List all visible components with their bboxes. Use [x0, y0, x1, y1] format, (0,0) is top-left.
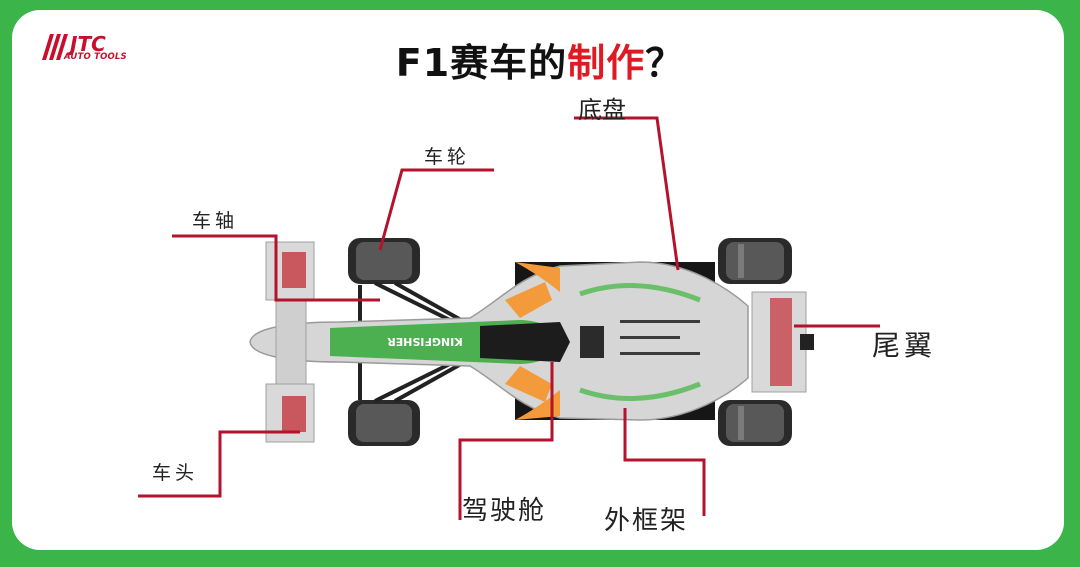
- label-chassis: 底盘: [578, 96, 626, 124]
- sidepod-orange-top: [515, 262, 560, 292]
- livery-green-swoosh-bottom: [579, 381, 701, 402]
- rear-right-wheel: [718, 400, 792, 446]
- cockpit-seat: [580, 326, 604, 358]
- leader-nose: [138, 430, 300, 498]
- jtc-logo: JTC: [42, 32, 106, 60]
- leader-cockpit: [458, 362, 554, 520]
- leader-frame: [623, 408, 706, 516]
- cockpit-opening: [480, 322, 570, 362]
- label-nose: 车头: [152, 462, 199, 484]
- label-axle: 车轴: [192, 210, 239, 232]
- front-right-wheel: [348, 400, 420, 446]
- title-suffix: ？: [645, 41, 685, 85]
- front-left-wheel: [348, 238, 420, 284]
- rear-wing: [751, 291, 814, 393]
- engine-cover-details: [620, 320, 700, 355]
- sidepod-orange-left: [505, 282, 552, 318]
- livery-green-swoosh-top: [579, 282, 701, 303]
- sidepod-orange-bottom: [515, 390, 560, 420]
- logo-subtitle: AUTO TOOLS: [64, 52, 127, 62]
- leader-chassis: [574, 116, 680, 271]
- leader-wheel: [378, 168, 494, 251]
- label-cockpit: 驾驶舱: [462, 496, 547, 526]
- sidepod-orange-left2: [505, 366, 552, 402]
- page-title: F1赛车的制作？: [0, 32, 1080, 87]
- label-rear-wing: 尾翼: [872, 329, 937, 362]
- sponsor-text: KINGFISHER: [387, 335, 463, 348]
- rear-left-wheel: [718, 238, 792, 284]
- leader-axle: [172, 234, 380, 302]
- label-wheel: 车轮: [424, 146, 471, 168]
- logo-brand: JTC: [66, 32, 106, 56]
- title-prefix: F1赛车的: [395, 41, 568, 85]
- title-highlight: 制作: [567, 41, 646, 85]
- leader-lines: [138, 116, 880, 520]
- label-frame: 外框架: [604, 506, 689, 536]
